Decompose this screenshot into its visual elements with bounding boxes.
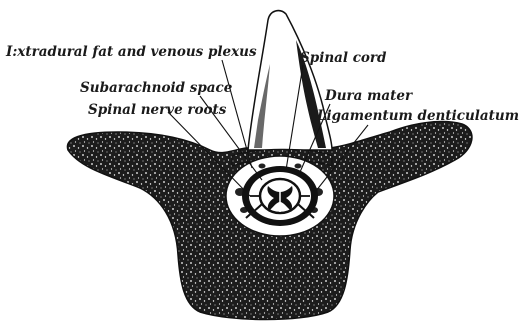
label-extradural: I:xtradural fat and venous plexus [5,44,257,60]
label-nerve-roots: Spinal nerve roots [88,102,227,118]
label-subarachnoid: Subarachnoid space [80,80,233,96]
label-ligamentum: Ligamentum denticulatum [316,108,519,124]
label-dura-mater: Dura mater [324,88,413,104]
label-spinal-cord: Spinal cord [300,50,387,66]
